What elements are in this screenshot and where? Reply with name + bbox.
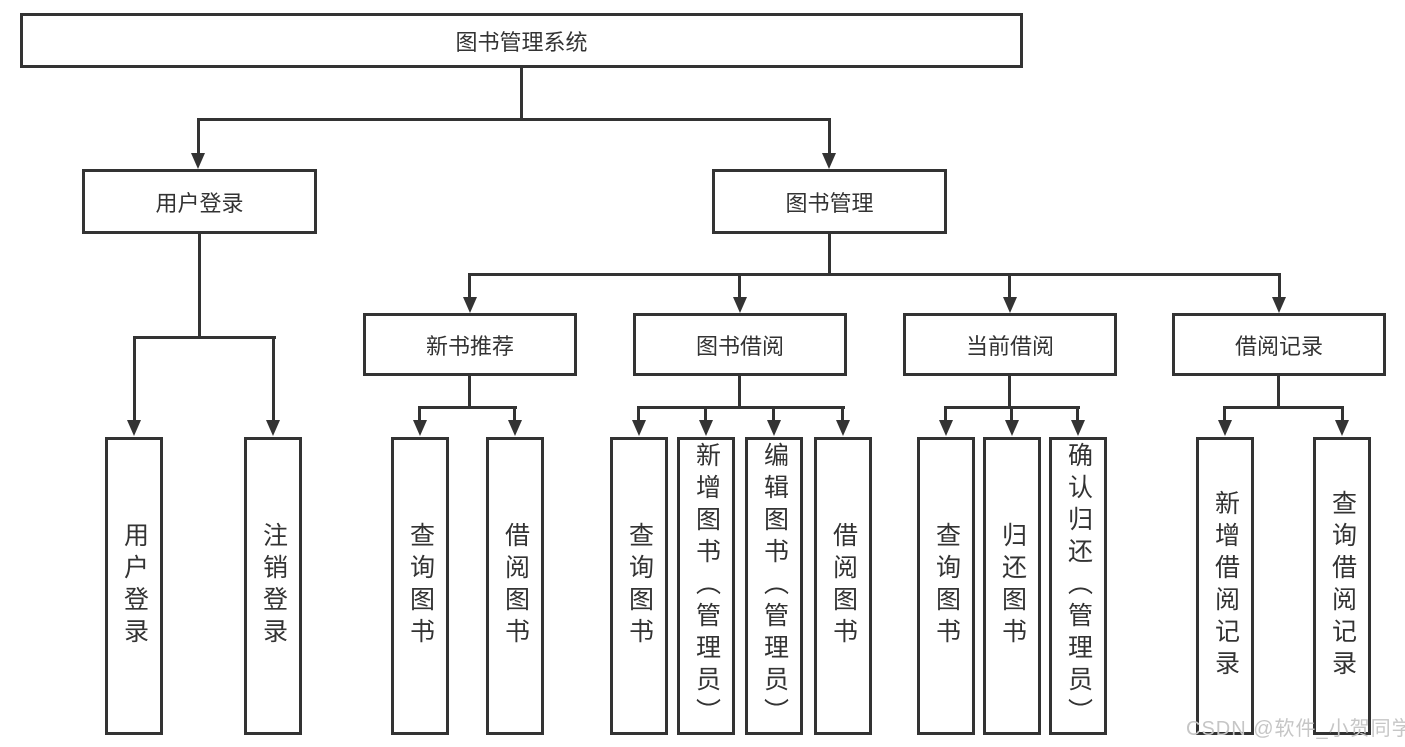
leaf-user-login: 用户登录 bbox=[105, 437, 163, 735]
leaf-bb-edit-books-admin-label: 编辑图书（管理员） bbox=[760, 442, 789, 730]
arrowhead-book-mgmt bbox=[822, 153, 836, 169]
arrowhead-cb-leaf1 bbox=[939, 420, 953, 436]
arrowhead-nb-leaf2 bbox=[508, 420, 522, 436]
arrowhead-nb-leaf1 bbox=[413, 420, 427, 436]
connector-book-borrow-hbar bbox=[637, 406, 845, 409]
connector-user-login-hbar bbox=[133, 336, 276, 339]
connector-book-borrow-stem bbox=[738, 376, 741, 409]
connector-book-mgmt-stem bbox=[828, 234, 831, 276]
connector-to-book-mgmt bbox=[828, 118, 831, 154]
connector-to-current-borrow bbox=[1008, 273, 1011, 298]
csdn-watermark: CSDN @软件_小贺同学 bbox=[1186, 718, 1405, 740]
connector-new-book-stem bbox=[468, 376, 471, 409]
arrowhead-current-borrow bbox=[1003, 297, 1017, 313]
connector-to-new-book bbox=[468, 273, 471, 298]
arrowhead-book-borrow bbox=[733, 297, 747, 313]
node-current-borrow-label: 当前借阅 bbox=[965, 333, 1054, 359]
connector-book-mgmt-hbar bbox=[468, 273, 1281, 276]
node-book-borrow: 图书借阅 bbox=[633, 313, 847, 376]
arrowhead-leaf-login bbox=[127, 420, 141, 436]
connector-borrow-records-hbar bbox=[1223, 406, 1344, 409]
leaf-nb-query-books: 查询图书 bbox=[391, 437, 449, 735]
node-user-login: 用户登录 bbox=[82, 169, 317, 234]
node-borrow-records-label: 借阅记录 bbox=[1234, 333, 1323, 359]
node-root: 图书管理系统 bbox=[20, 13, 1023, 68]
arrowhead-leaf-logout bbox=[266, 420, 280, 436]
leaf-br-query-record-label: 查询借阅记录 bbox=[1328, 490, 1357, 682]
arrowhead-borrow-records bbox=[1272, 297, 1286, 313]
connector-cb-leaf1 bbox=[944, 406, 947, 421]
connector-nb-leaf2 bbox=[513, 406, 516, 421]
arrowhead-bb-leaf1 bbox=[632, 420, 646, 436]
arrowhead-cb-leaf2 bbox=[1005, 420, 1019, 436]
connector-cb-leaf3 bbox=[1076, 406, 1079, 421]
leaf-nb-borrow-books: 借阅图书 bbox=[486, 437, 544, 735]
connector-root-stem bbox=[520, 68, 523, 121]
connector-root-hbar bbox=[197, 118, 831, 121]
connector-borrow-records-stem bbox=[1277, 376, 1280, 409]
connector-bb-leaf1 bbox=[637, 406, 640, 421]
leaf-bb-add-books-admin-label: 新增图书（管理员） bbox=[692, 442, 721, 730]
arrowhead-bb-leaf3 bbox=[767, 420, 781, 436]
arrowhead-bb-leaf4 bbox=[836, 420, 850, 436]
connector-br-leaf1 bbox=[1223, 406, 1226, 421]
leaf-cb-confirm-return-admin-label: 确认归还（管理员） bbox=[1064, 442, 1093, 730]
leaf-bb-borrow-books: 借阅图书 bbox=[814, 437, 872, 735]
leaf-br-add-record: 新增借阅记录 bbox=[1196, 437, 1254, 735]
leaf-cb-query-books-label: 查询图书 bbox=[932, 522, 961, 650]
leaf-bb-add-books-admin: 新增图书（管理员） bbox=[677, 437, 735, 735]
node-book-mgmt-label: 图书管理 bbox=[785, 190, 874, 216]
leaf-cb-return-books-label: 归还图书 bbox=[998, 522, 1027, 650]
leaf-user-login-label: 用户登录 bbox=[120, 522, 149, 650]
leaf-br-query-record: 查询借阅记录 bbox=[1313, 437, 1371, 735]
leaf-nb-query-books-label: 查询图书 bbox=[406, 522, 435, 650]
node-new-book-rec: 新书推荐 bbox=[363, 313, 577, 376]
leaf-bb-borrow-books-label: 借阅图书 bbox=[829, 522, 858, 650]
connector-br-leaf2 bbox=[1341, 406, 1344, 421]
arrowhead-user-login bbox=[191, 153, 205, 169]
leaf-logout: 注销登录 bbox=[244, 437, 302, 735]
connector-to-user-login bbox=[197, 118, 200, 154]
arrowhead-br-leaf2 bbox=[1335, 420, 1349, 436]
connector-current-borrow-stem bbox=[1008, 376, 1011, 409]
leaf-nb-borrow-books-label: 借阅图书 bbox=[501, 522, 530, 650]
connector-nb-leaf1 bbox=[418, 406, 421, 421]
leaf-bb-query-books-label: 查询图书 bbox=[625, 522, 654, 650]
node-current-borrow: 当前借阅 bbox=[903, 313, 1117, 376]
node-root-label: 图书管理系统 bbox=[455, 29, 588, 55]
connector-to-leaf-logout bbox=[272, 336, 275, 421]
leaf-cb-query-books: 查询图书 bbox=[917, 437, 975, 735]
arrowhead-br-leaf1 bbox=[1218, 420, 1232, 436]
leaf-cb-confirm-return-admin: 确认归还（管理员） bbox=[1049, 437, 1107, 735]
node-book-mgmt: 图书管理 bbox=[712, 169, 947, 234]
node-borrow-records: 借阅记录 bbox=[1172, 313, 1386, 376]
node-user-login-label: 用户登录 bbox=[155, 190, 244, 216]
connector-user-login-stem bbox=[198, 234, 201, 339]
connector-bb-leaf2 bbox=[704, 406, 707, 421]
leaf-cb-return-books: 归还图书 bbox=[983, 437, 1041, 735]
connector-new-book-hbar bbox=[418, 406, 517, 409]
connector-to-book-borrow bbox=[738, 273, 741, 298]
connector-cb-leaf2 bbox=[1010, 406, 1013, 421]
arrowhead-bb-leaf2 bbox=[699, 420, 713, 436]
leaf-bb-query-books: 查询图书 bbox=[610, 437, 668, 735]
arrowhead-new-book bbox=[463, 297, 477, 313]
node-book-borrow-label: 图书借阅 bbox=[695, 333, 784, 359]
arrowhead-cb-leaf3 bbox=[1071, 420, 1085, 436]
leaf-bb-edit-books-admin: 编辑图书（管理员） bbox=[745, 437, 803, 735]
leaf-logout-label: 注销登录 bbox=[259, 522, 288, 650]
connector-bb-leaf4 bbox=[841, 406, 844, 421]
leaf-br-add-record-label: 新增借阅记录 bbox=[1211, 490, 1240, 682]
node-new-book-rec-label: 新书推荐 bbox=[425, 333, 514, 359]
connector-to-leaf-login bbox=[133, 336, 136, 421]
connector-to-borrow-records bbox=[1278, 273, 1281, 298]
connector-bb-leaf3 bbox=[772, 406, 775, 421]
